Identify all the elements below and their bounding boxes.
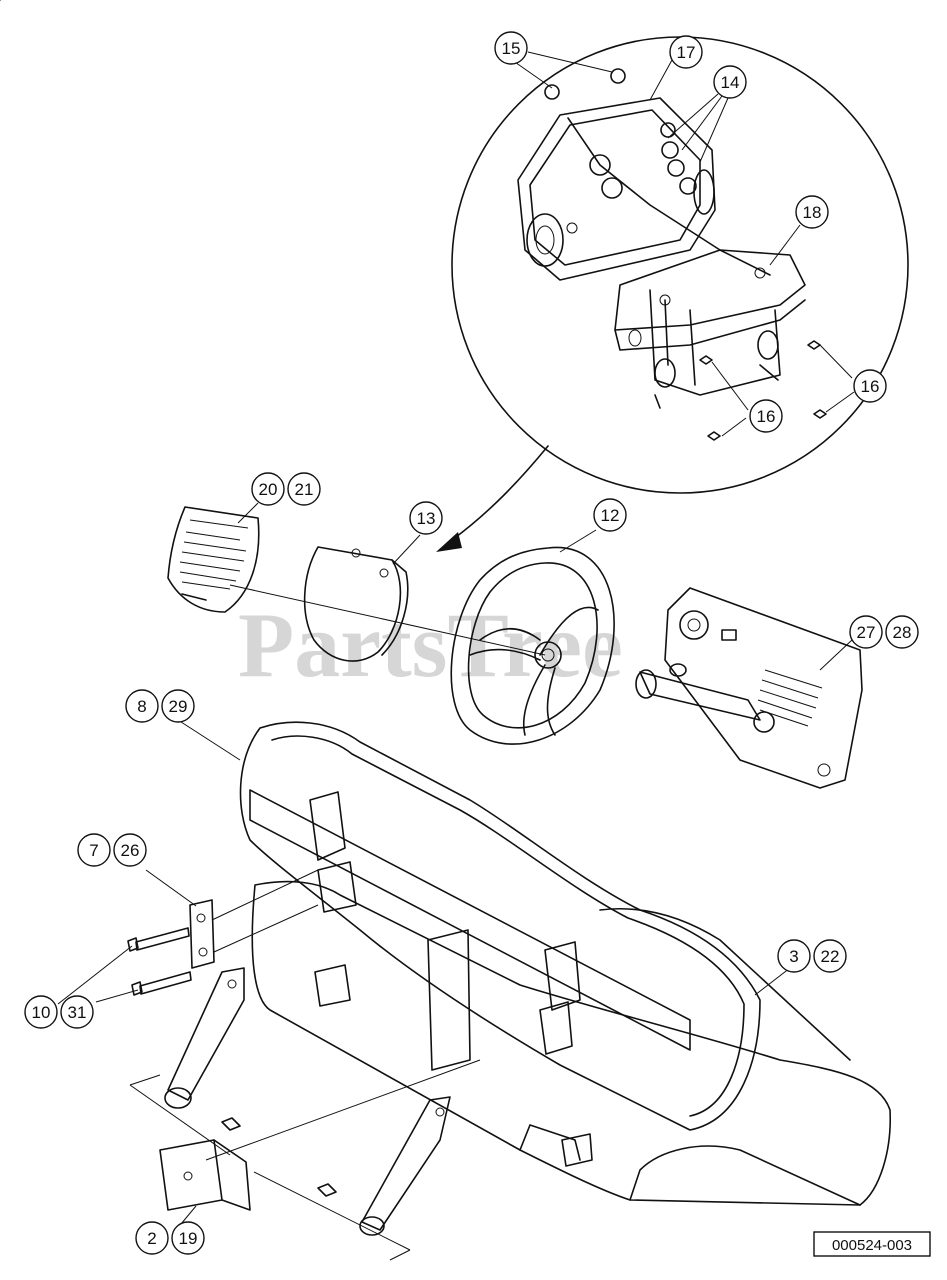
callouts: 15 17 14 18 16 16 20 21 13 12 27 28 8 29…: [24, 31, 919, 1255]
hinge-plate: [145, 869, 319, 969]
callout-16-left: 16: [749, 399, 783, 433]
upper-bracket: [517, 68, 771, 281]
callout-8-label: 8: [137, 697, 146, 716]
steering-wheel: [450, 529, 615, 745]
callout-12: 12: [593, 498, 627, 532]
lower-bracket: [614, 249, 827, 441]
callout-8: 8: [125, 689, 159, 723]
watermark-text: PartsTree: [238, 594, 623, 696]
detail-leaders: [511, 51, 855, 437]
callout-29-label: 29: [169, 697, 188, 716]
callout-16-right-label: 16: [861, 377, 880, 396]
callout-26: 26: [113, 833, 147, 867]
callout-14-label: 14: [721, 73, 740, 92]
callout-15-label: 15: [502, 39, 521, 58]
callout-18-label: 18: [803, 203, 822, 222]
callout-2: 2: [135, 1221, 169, 1255]
seat-bottom: [251, 880, 892, 1206]
callout-31: 31: [60, 995, 94, 1029]
diagram-code-text: 000524-003: [832, 1237, 912, 1254]
main-leaders: [177, 719, 241, 761]
callout-21: 21: [287, 472, 321, 506]
decal-label: [0, 0, 260, 613]
callout-18: 18: [795, 195, 829, 229]
detail-arrow: [451, 445, 549, 541]
callout-3: 3: [777, 939, 811, 973]
callout-21-label: 21: [295, 480, 314, 499]
callout-20-label: 20: [259, 480, 278, 499]
callout-14: 14: [713, 65, 747, 99]
hinge-arms: [129, 967, 481, 1261]
bolts: [57, 927, 192, 1005]
callout-26-label: 26: [121, 841, 140, 860]
callout-17-label: 17: [677, 43, 696, 62]
detail-view: [436, 36, 909, 552]
seat-back: [239, 721, 761, 1131]
callout-27-label: 27: [857, 623, 876, 642]
callout-16-left-label: 16: [757, 407, 776, 426]
detail-arrow-head: [436, 532, 462, 552]
callout-12-label: 12: [601, 506, 620, 525]
callout-29: 29: [161, 689, 195, 723]
callout-3-label: 3: [789, 947, 798, 966]
callout-13-label: 13: [417, 509, 436, 528]
callout-17: 17: [669, 35, 703, 69]
callout-19-label: 19: [179, 1229, 198, 1248]
callout-20: 20: [251, 472, 285, 506]
callout-15: 15: [494, 31, 528, 65]
callout-22: 22: [813, 939, 847, 973]
callout-10-label: 10: [32, 1003, 51, 1022]
steering-column: [635, 587, 863, 789]
callout-13: 13: [409, 501, 443, 535]
callout-22-label: 22: [821, 947, 840, 966]
callout-7-label: 7: [89, 841, 98, 860]
steering-cover: [303, 534, 421, 662]
callout-27: 27: [849, 615, 883, 649]
callout-28: 28: [885, 615, 919, 649]
callout-28-label: 28: [893, 623, 912, 642]
callout-2-label: 2: [147, 1229, 156, 1248]
detail-circle: [451, 36, 909, 494]
diagram-code: 000524-003: [813, 1231, 931, 1257]
callout-19: 19: [171, 1221, 205, 1255]
callout-31-label: 31: [68, 1003, 87, 1022]
callout-7: 7: [77, 833, 111, 867]
callout-10: 10: [24, 995, 58, 1029]
seat-support-bracket: [159, 1139, 251, 1231]
callout-16-right: 16: [853, 369, 887, 403]
assembly-centerline: [229, 584, 546, 656]
